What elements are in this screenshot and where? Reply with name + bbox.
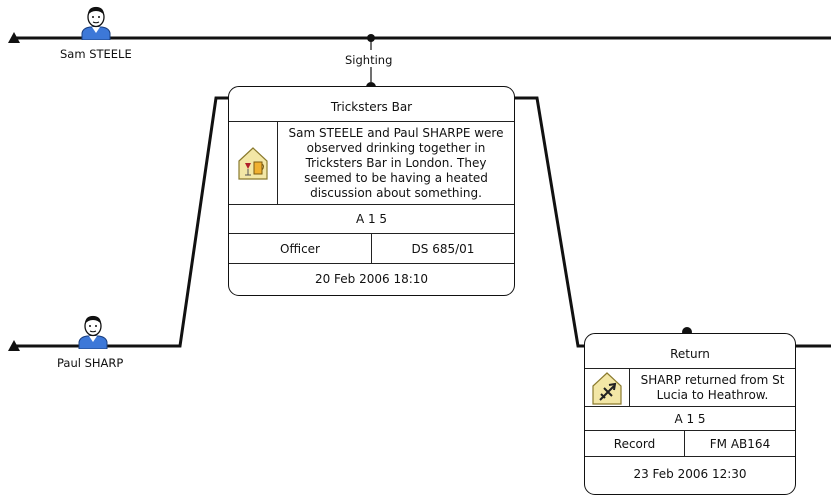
event-icon-cell — [585, 369, 630, 406]
event-card[interactable]: Return SHARP returned from St Lucia to H… — [584, 333, 796, 495]
person-avatar-paul-sharp[interactable] — [77, 313, 109, 350]
timeline-start-arrow — [8, 340, 20, 351]
person-icon — [78, 315, 108, 350]
event-source-type: Record — [585, 431, 685, 456]
event-description-row: SHARP returned from St Lucia to Heathrow… — [585, 369, 795, 407]
event-source-row: Record FM AB164 — [585, 431, 795, 457]
event-title: Tricksters Bar — [229, 87, 514, 122]
event-title: Return — [585, 334, 795, 369]
event-datetime: 20 Feb 2006 18:10 — [314, 271, 429, 286]
event-code: A 1 5 — [229, 205, 514, 234]
event-code: A 1 5 — [585, 407, 795, 431]
person-name-label: Paul SHARP — [57, 356, 124, 370]
bar-drinks-icon — [238, 147, 268, 180]
event-source-ref: DS 685/01 — [411, 241, 475, 256]
event-description: SHARP returned from St Lucia to Heathrow… — [640, 372, 785, 402]
person-avatar-sam-steele[interactable] — [80, 4, 112, 41]
person-icon — [81, 6, 111, 41]
event-description-row: Sam STEELE and Paul SHARPE were observed… — [229, 122, 514, 205]
event-source-type: Officer — [229, 234, 372, 263]
event-description: Sam STEELE and Paul SHARPE were observed… — [288, 125, 504, 200]
event-datetime: 23 Feb 2006 12:30 — [633, 467, 747, 481]
person-name-label: Sam STEELE — [60, 47, 132, 61]
airplane-icon — [592, 371, 622, 405]
event-source-ref: FM AB164 — [709, 436, 771, 451]
event-card[interactable]: Tricksters Bar Sam STEELE and Paul SHARP… — [228, 86, 515, 296]
sighting-node[interactable] — [367, 34, 375, 42]
timeline-start-arrow — [8, 32, 20, 43]
link-label: Sighting — [345, 53, 393, 67]
event-icon-cell — [229, 122, 278, 204]
event-source-row: Officer DS 685/01 — [229, 234, 514, 264]
